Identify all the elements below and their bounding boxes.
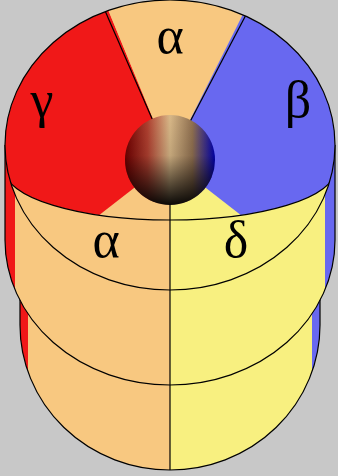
sector-label: δ [224, 214, 249, 266]
sector-label: γ [31, 74, 54, 126]
sector-text: α [92, 214, 119, 266]
sector-text: γ [31, 74, 54, 126]
sector-text: α [156, 10, 183, 62]
center-sphere [125, 115, 215, 205]
sector-label: α [92, 214, 119, 266]
sector-text: δ [224, 214, 249, 266]
top-face [0, 0, 338, 300]
sector-text: β [285, 74, 311, 126]
sector-label: β [285, 74, 311, 126]
sector-label: α [156, 10, 183, 62]
